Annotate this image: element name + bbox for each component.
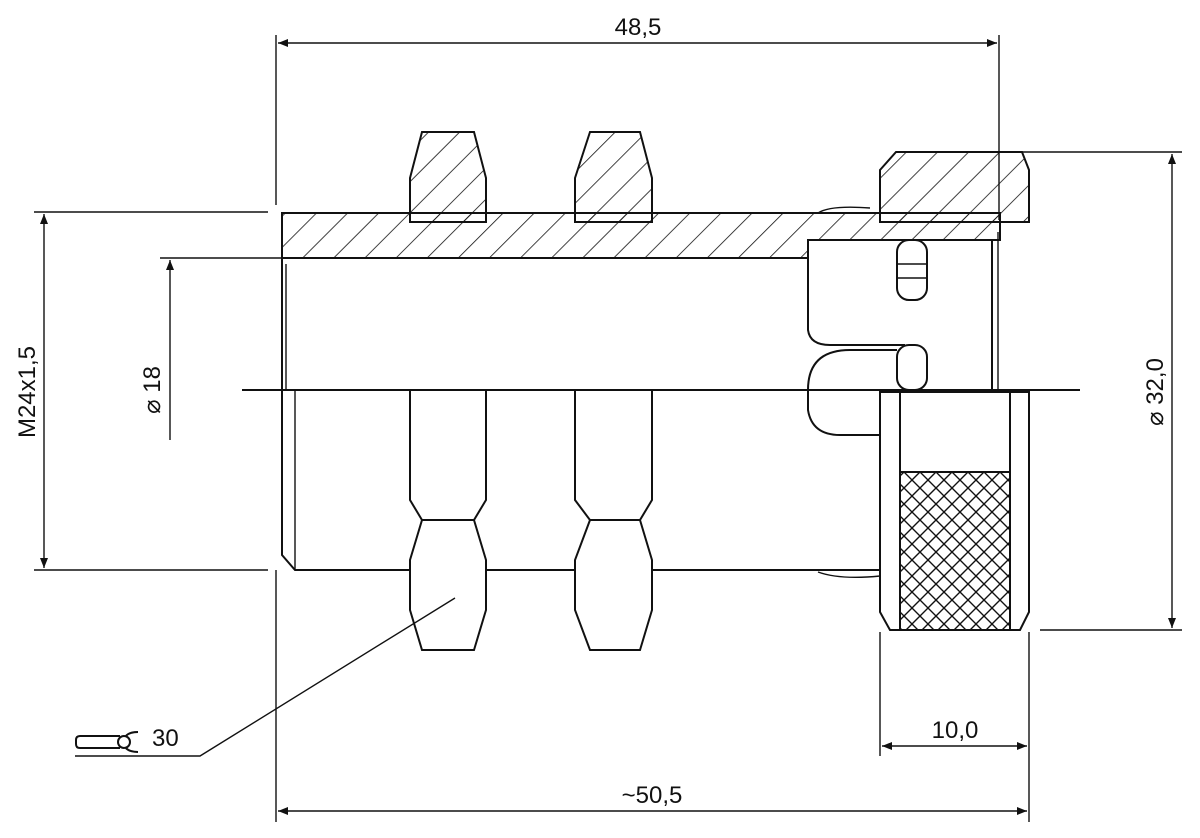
dimension-label-total: ~50,5 xyxy=(622,782,683,809)
dimension-label-outer-diameter: 32,0 xyxy=(1142,358,1169,405)
dimension-label-48-5: 48,5 xyxy=(615,14,662,41)
wrench-size-label: 30 xyxy=(152,725,179,752)
dimension-nut-width: 10,0 xyxy=(879,632,1027,756)
dimension-label-thread: M24x1,5 xyxy=(14,346,41,438)
diameter-symbol-32: ⌀ 32,0 xyxy=(1142,358,1169,426)
diameter-symbol-18: ⌀ 18 xyxy=(139,366,166,414)
dimension-bore-diameter: ⌀ 18 xyxy=(139,257,282,440)
dimension-thread: M24x1,5 xyxy=(14,211,268,571)
dimension-length-48-5: 48,5 xyxy=(275,14,1000,220)
wrench-icon xyxy=(75,731,139,753)
dimension-outer-diameter: ⌀ 32,0 xyxy=(1022,151,1182,631)
view-lower xyxy=(281,389,1030,651)
wrench-size-callout: 30 xyxy=(75,597,456,757)
dimension-label-bore: 18 xyxy=(139,366,166,393)
dimension-label-nut-width: 10,0 xyxy=(932,717,979,744)
dimension-total-length: ~50,5 xyxy=(275,570,1030,822)
section-upper xyxy=(281,131,1030,391)
